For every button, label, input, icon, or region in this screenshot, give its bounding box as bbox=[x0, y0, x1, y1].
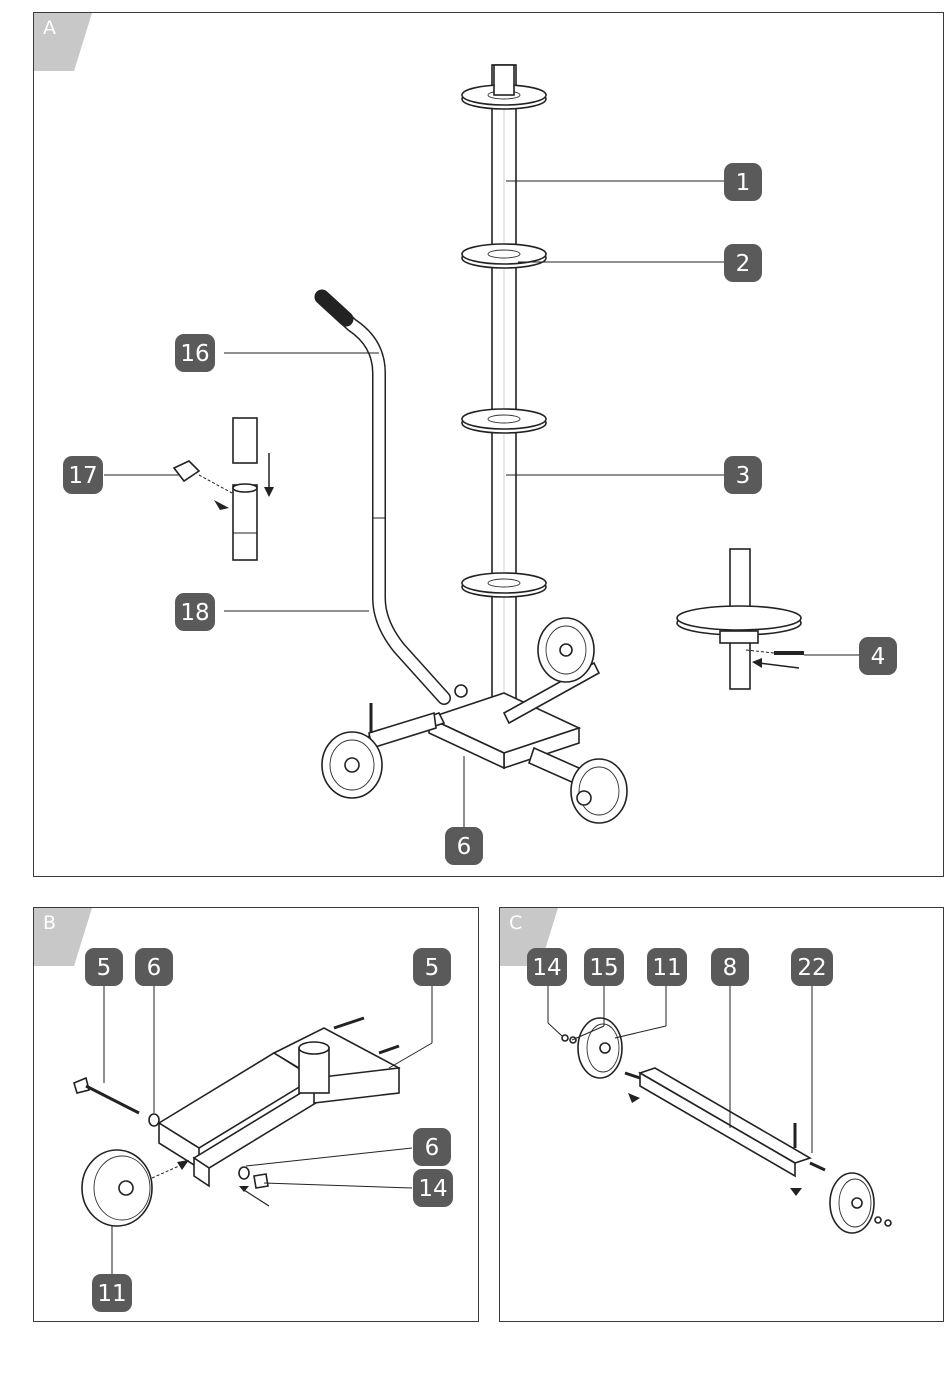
base-arm bbox=[159, 1018, 399, 1186]
callout-14: 14 bbox=[527, 948, 567, 986]
svg-text:11: 11 bbox=[97, 1281, 126, 1307]
callout-6: 6 bbox=[445, 827, 483, 865]
callout-8: 8 bbox=[711, 948, 749, 986]
svg-text:1: 1 bbox=[736, 170, 751, 196]
panel-b: B bbox=[33, 907, 479, 1322]
svg-text:14: 14 bbox=[532, 955, 561, 981]
callout-2: 2 bbox=[724, 244, 762, 282]
tyre-plate-3 bbox=[462, 409, 546, 433]
svg-text:5: 5 bbox=[97, 955, 112, 981]
panel-c-drawing: 14 15 11 8 22 bbox=[500, 908, 944, 1322]
callout-6-right: 6 bbox=[413, 1128, 451, 1166]
push-handle bbox=[322, 297, 467, 733]
svg-text:15: 15 bbox=[589, 955, 618, 981]
svg-text:6: 6 bbox=[147, 955, 162, 981]
bolt bbox=[74, 1078, 159, 1126]
callout-5-left: 5 bbox=[85, 948, 123, 986]
svg-text:14: 14 bbox=[418, 1176, 447, 1202]
panel-b-drawing: 5 6 5 6 14 11 bbox=[34, 908, 479, 1322]
callout-14: 14 bbox=[413, 1169, 453, 1207]
svg-text:11: 11 bbox=[652, 955, 681, 981]
callout-4: 4 bbox=[859, 637, 897, 675]
wheel-right bbox=[790, 1173, 891, 1233]
wheel-right-back bbox=[538, 618, 594, 682]
wheel-left bbox=[562, 1018, 640, 1103]
svg-text:18: 18 bbox=[180, 600, 209, 626]
panel-a-drawing: 1 2 16 17 3 18 4 6 bbox=[34, 13, 944, 877]
callout-3: 3 bbox=[724, 456, 762, 494]
central-pole bbox=[492, 65, 516, 725]
svg-text:5: 5 bbox=[425, 955, 440, 981]
panel-c: C bbox=[499, 907, 944, 1322]
svg-text:8: 8 bbox=[723, 955, 738, 981]
washer-nut bbox=[239, 1167, 269, 1206]
svg-text:4: 4 bbox=[871, 644, 886, 670]
svg-text:2: 2 bbox=[736, 251, 751, 277]
callout-11: 11 bbox=[92, 1274, 132, 1312]
tyre-plate-2 bbox=[462, 244, 546, 268]
svg-text:6: 6 bbox=[457, 834, 472, 860]
detail-plate-pin bbox=[677, 549, 804, 689]
detail-handle-knob bbox=[174, 418, 274, 560]
callout-18: 18 bbox=[175, 593, 215, 631]
callout-16: 16 bbox=[175, 334, 215, 372]
wheel-left bbox=[322, 732, 382, 798]
svg-text:6: 6 bbox=[425, 1135, 440, 1161]
callout-11: 11 bbox=[647, 948, 687, 986]
wheel bbox=[82, 1150, 189, 1226]
callout-22: 22 bbox=[791, 948, 833, 986]
callout-17: 17 bbox=[63, 456, 103, 494]
tyre-plate-4 bbox=[462, 573, 546, 597]
panel-a: A bbox=[33, 12, 944, 877]
callout-6-left: 6 bbox=[135, 948, 173, 986]
svg-text:22: 22 bbox=[797, 955, 826, 981]
callout-15: 15 bbox=[584, 948, 624, 986]
svg-text:3: 3 bbox=[736, 463, 751, 489]
callout-1: 1 bbox=[724, 163, 762, 201]
svg-text:16: 16 bbox=[180, 341, 209, 367]
axle bbox=[625, 1068, 825, 1176]
wheel-right-front bbox=[571, 759, 627, 823]
callout-5-right: 5 bbox=[413, 948, 451, 986]
svg-text:17: 17 bbox=[68, 463, 97, 489]
